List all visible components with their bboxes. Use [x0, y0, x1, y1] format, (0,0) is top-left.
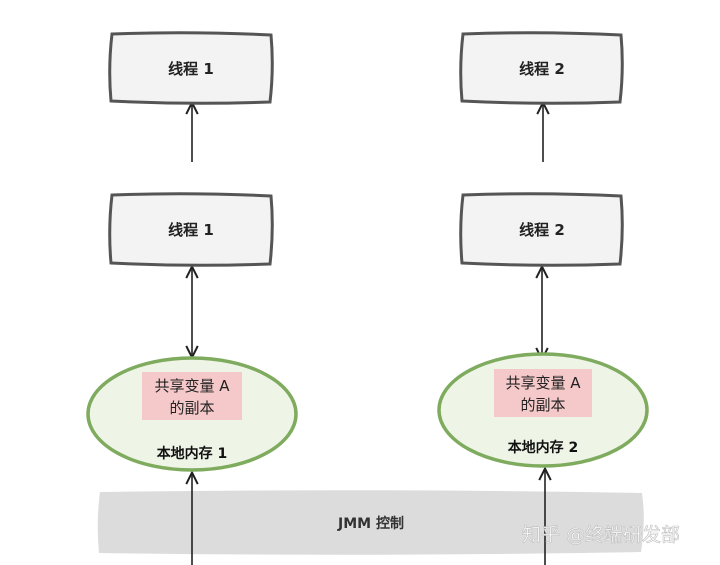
shared-copy-highlight-2 — [494, 369, 592, 417]
shared-copy-line2-1: 的副本 — [169, 399, 214, 417]
mid-thread-label-1: 线程 1 — [168, 221, 214, 239]
local-memory-label-1: 本地内存 1 — [157, 445, 228, 462]
jmm-control-band: JMM 控制 — [97, 490, 644, 555]
mid-thread-box-1: 线程 1 — [108, 192, 274, 267]
local-memory-1: 共享变量 A 的副本 本地内存 1 — [86, 356, 298, 472]
watermark: 知乎 @终端研发部 — [522, 524, 680, 546]
top-thread-box-2: 线程 2 — [459, 31, 624, 105]
shared-copy-highlight-1 — [142, 372, 242, 420]
shared-copy-line1-2: 共享变量 A — [505, 374, 581, 392]
local-memory-label-2: 本地内存 2 — [508, 439, 579, 456]
local-memory-2: 共享变量 A 的副本 本地内存 2 — [437, 352, 649, 468]
mid-thread-box-2: 线程 2 — [459, 192, 624, 267]
top-thread-label-1: 线程 1 — [168, 60, 214, 78]
mid-thread-label-2: 线程 2 — [519, 221, 565, 239]
top-thread-label-2: 线程 2 — [519, 60, 565, 78]
shared-copy-line1-1: 共享变量 A — [154, 377, 230, 395]
jmm-label: JMM 控制 — [337, 515, 404, 532]
shared-copy-line2-2: 的副本 — [520, 396, 565, 414]
top-thread-box-1: 线程 1 — [108, 31, 274, 105]
connectors — [192, 104, 545, 565]
